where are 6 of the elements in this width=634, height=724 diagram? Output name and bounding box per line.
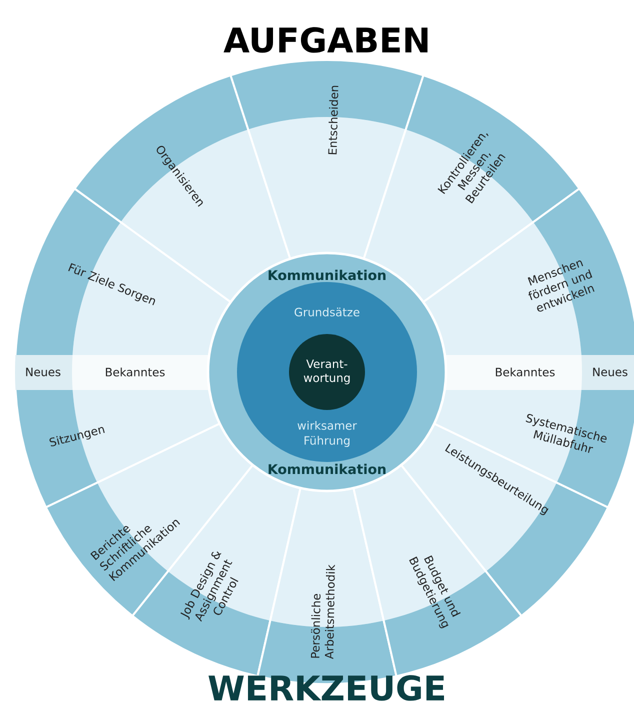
heading: AUFGABEN (224, 27, 428, 53)
sector: Entscheiden (230, 59, 424, 260)
band-label: Bekanntes (106, 368, 165, 376)
band-label: Bekanntes (496, 368, 555, 376)
band-label: Neues (26, 368, 60, 376)
band-label: Neues (593, 368, 628, 376)
